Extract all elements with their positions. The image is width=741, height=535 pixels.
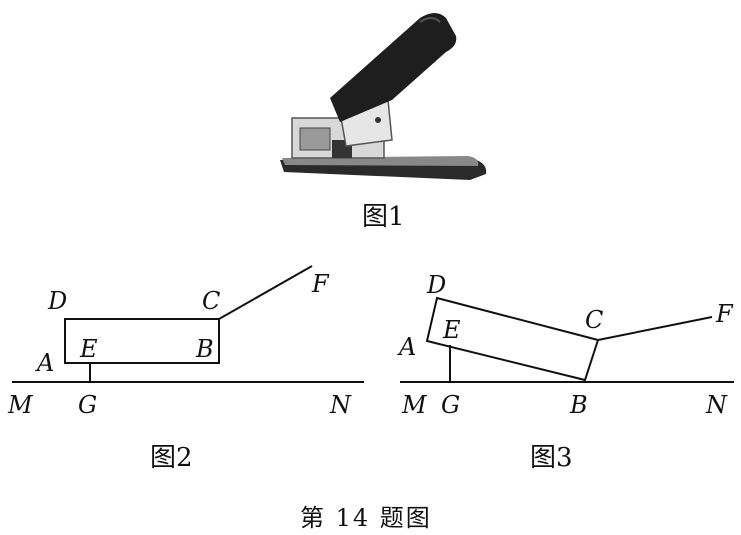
fig3-label-f: F [715, 300, 734, 328]
fig3-label-c: C [585, 306, 603, 334]
fig3-label-a: A [397, 333, 416, 361]
stapler-icon [280, 13, 487, 180]
fig2-label-m: M [7, 391, 34, 419]
rectangle-abcd [425, 296, 600, 382]
fig2-label-g: G [78, 391, 97, 419]
figure1-caption: 图1 [362, 202, 405, 232]
fig3-label-d: D [426, 271, 446, 299]
fig2-label-e: E [79, 335, 98, 363]
fig3-label-g: G [441, 391, 460, 419]
fig3-label-n: N [705, 391, 728, 419]
fig2-label-a: A [35, 349, 54, 377]
figure-title: 第 14 题图 [300, 504, 432, 532]
segment-cf [218, 265, 313, 320]
figure3-caption: 图3 [530, 443, 573, 473]
fig3-label-m: M [401, 391, 428, 419]
fig2-label-n: N [329, 391, 352, 419]
fig2-label-c: C [202, 287, 220, 315]
figure3-diagram [400, 296, 734, 383]
segment-cf [597, 316, 713, 341]
figure2-diagram [12, 265, 364, 383]
fig3-label-b: B [569, 391, 588, 419]
fig3-label-e: E [442, 316, 461, 344]
fig2-label-b: B [195, 335, 214, 363]
fig2-label-d: D [47, 287, 67, 315]
figure2-caption: 图2 [150, 443, 193, 473]
rectangle-abcd [64, 318, 220, 364]
fig2-label-f: F [311, 270, 330, 298]
